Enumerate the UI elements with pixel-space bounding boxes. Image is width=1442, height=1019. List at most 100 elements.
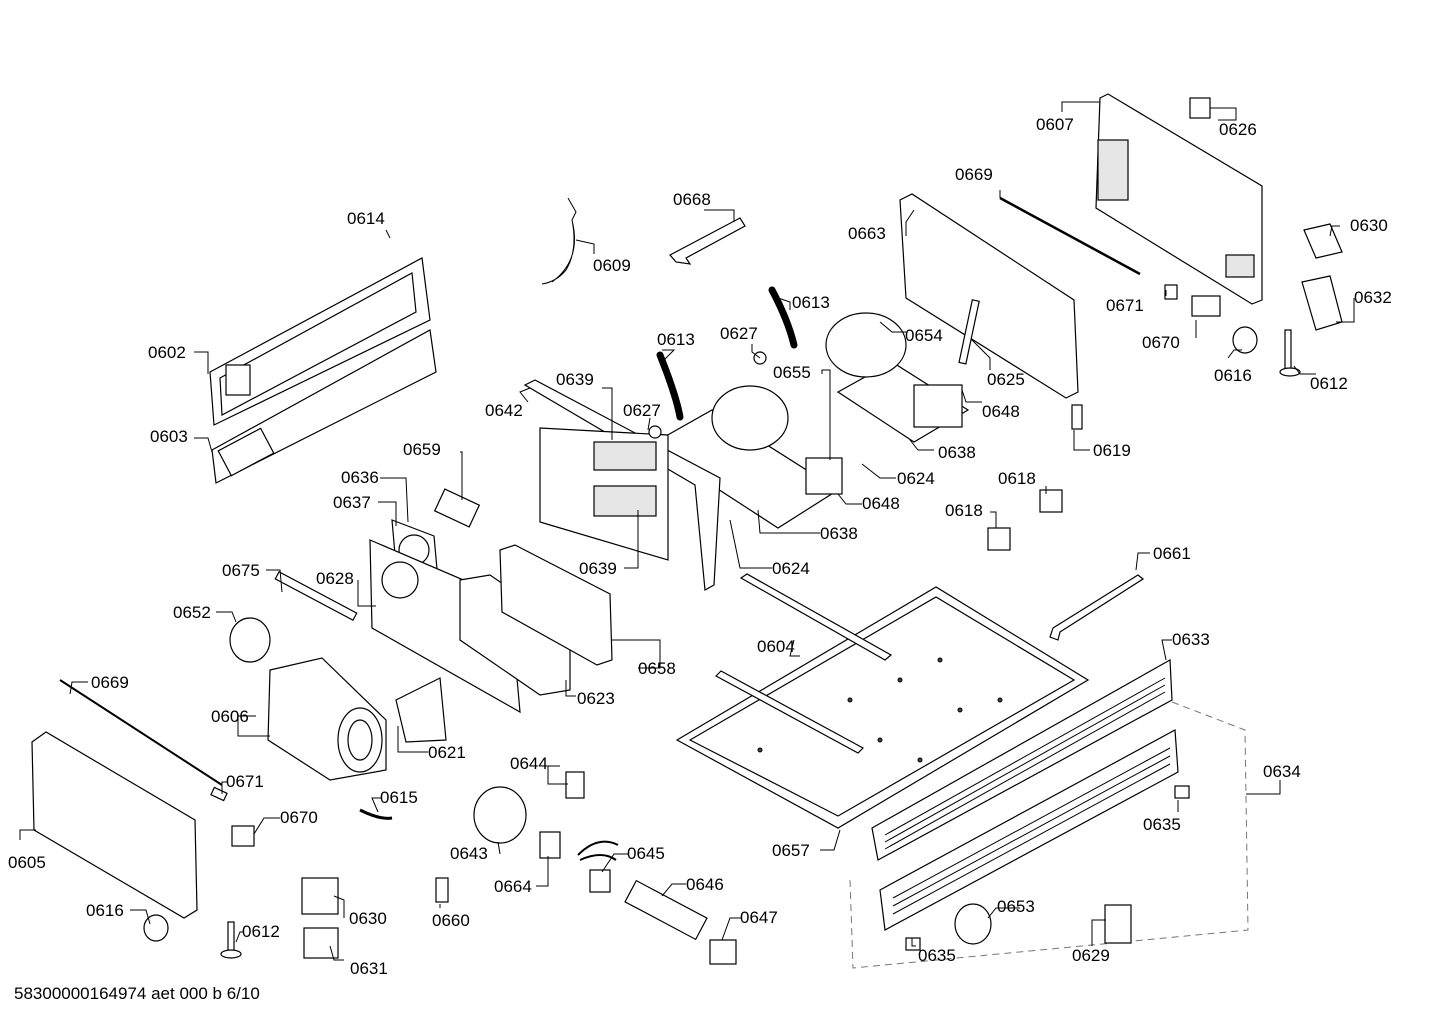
compressor-base-plate bbox=[648, 312, 970, 529]
callout-0639-bottom: 0639 bbox=[579, 559, 617, 578]
mounting-frame bbox=[523, 379, 721, 591]
callout-0621: 0621 bbox=[428, 743, 466, 762]
callout-0655: 0655 bbox=[773, 363, 811, 382]
callout-0648-top: 0648 bbox=[982, 402, 1020, 421]
callout-0671-bottom: 0671 bbox=[226, 772, 264, 791]
callout-0609: 0609 bbox=[593, 256, 631, 275]
callout-0627-bottom: 0627 bbox=[623, 401, 661, 420]
bracket-0661 bbox=[1049, 574, 1145, 641]
leader-lines bbox=[19, 101, 1355, 961]
callout-0604: 0604 bbox=[757, 637, 795, 656]
pipe-0613-right bbox=[768, 286, 798, 349]
callout-0631: 0631 bbox=[350, 959, 388, 978]
callout-0616-bottom: 0616 bbox=[86, 901, 124, 920]
callout-0607: 0607 bbox=[1036, 115, 1074, 134]
callout-0671-top: 0671 bbox=[1106, 296, 1144, 315]
pipe-0613-left bbox=[656, 351, 684, 421]
callout-0625: 0625 bbox=[987, 370, 1025, 389]
callout-0660: 0660 bbox=[432, 911, 470, 930]
rod-0669-top bbox=[999, 196, 1141, 276]
callout-0639-top: 0639 bbox=[556, 370, 594, 389]
callout-0627-top: 0627 bbox=[720, 324, 758, 343]
callout-0661: 0661 bbox=[1153, 544, 1191, 563]
callout-0629: 0629 bbox=[1072, 946, 1110, 965]
callout-0669-top: 0669 bbox=[955, 165, 993, 184]
callout-0635-right: 0635 bbox=[1143, 815, 1181, 834]
electrical-parts bbox=[473, 771, 737, 965]
callout-0632: 0632 bbox=[1354, 288, 1392, 307]
callout-0653: 0653 bbox=[997, 897, 1035, 916]
callout-0646: 0646 bbox=[686, 875, 724, 894]
callout-0618-right: 0618 bbox=[998, 469, 1036, 488]
callout-0659: 0659 bbox=[403, 440, 441, 459]
callout-0658: 0658 bbox=[638, 659, 676, 678]
callout-0618-left: 0618 bbox=[945, 501, 983, 520]
base-plate bbox=[675, 586, 1090, 829]
callout-0633: 0633 bbox=[1172, 630, 1210, 649]
callout-0619: 0619 bbox=[1093, 441, 1131, 460]
callout-0616-top: 0616 bbox=[1214, 366, 1252, 385]
callout-0648-bottom: 0648 bbox=[862, 494, 900, 513]
callout-0643: 0643 bbox=[450, 844, 488, 863]
callout-0630-bottom: 0630 bbox=[349, 909, 387, 928]
callout-0664: 0664 bbox=[494, 877, 532, 896]
callout-0603: 0603 bbox=[150, 427, 188, 446]
callout-0612-top: 0612 bbox=[1310, 374, 1348, 393]
small-parts-right bbox=[905, 97, 1343, 951]
callout-0612-bottom: 0612 bbox=[242, 922, 280, 941]
document-footer-code: 58300000164974 aet 000 b 6/10 bbox=[14, 984, 260, 1003]
callout-0602: 0602 bbox=[148, 343, 186, 362]
bracket-0621 bbox=[395, 677, 447, 743]
callout-0638-top: 0638 bbox=[938, 443, 976, 462]
assembly-0607 bbox=[1095, 93, 1263, 305]
front-grille-upper bbox=[871, 659, 1173, 861]
callout-0634: 0634 bbox=[1263, 762, 1301, 781]
power-cord bbox=[541, 197, 577, 285]
callout-0670-bottom: 0670 bbox=[280, 808, 318, 827]
callout-0657: 0657 bbox=[772, 841, 810, 860]
callout-0613-left: 0613 bbox=[657, 330, 695, 349]
callout-0636: 0636 bbox=[341, 468, 379, 487]
filter-drier bbox=[958, 299, 980, 365]
condenser-0606 bbox=[267, 657, 387, 781]
callout-0626: 0626 bbox=[1219, 120, 1257, 139]
callout-0614: 0614 bbox=[347, 209, 385, 228]
callout-0642: 0642 bbox=[485, 401, 523, 420]
callout-0663: 0663 bbox=[848, 224, 886, 243]
callout-0675: 0675 bbox=[222, 561, 260, 580]
relay-0659 bbox=[433, 488, 481, 528]
small-parts-left bbox=[143, 786, 449, 959]
callout-0605: 0605 bbox=[8, 853, 46, 872]
bracket-0668 bbox=[669, 217, 746, 265]
callout-0630-top: 0630 bbox=[1350, 216, 1388, 235]
rail-strips bbox=[715, 573, 893, 754]
callout-0606: 0606 bbox=[211, 707, 249, 726]
part-0652 bbox=[229, 617, 271, 663]
rod-0675 bbox=[274, 571, 358, 621]
callout-0652: 0652 bbox=[173, 603, 211, 622]
callout-0647: 0647 bbox=[740, 908, 778, 927]
panel-0663 bbox=[899, 193, 1079, 399]
callout-0635-bottom: 0635 bbox=[918, 946, 956, 965]
callout-0654: 0654 bbox=[905, 326, 943, 345]
callout-0644: 0644 bbox=[510, 754, 548, 773]
callout-0624-bottom: 0624 bbox=[772, 559, 810, 578]
callout-0624-top: 0624 bbox=[897, 469, 935, 488]
side-panel-0605 bbox=[31, 679, 223, 919]
front-grille-lower bbox=[879, 729, 1179, 931]
callout-0668: 0668 bbox=[673, 190, 711, 209]
callout-0670-top: 0670 bbox=[1142, 333, 1180, 352]
callout-0623: 0623 bbox=[577, 689, 615, 708]
callout-0669-bottom: 0669 bbox=[91, 673, 129, 692]
callout-0637: 0637 bbox=[333, 493, 371, 512]
control-board bbox=[459, 544, 613, 696]
callout-0638-bottom: 0638 bbox=[820, 524, 858, 543]
callout-0613-right: 0613 bbox=[792, 293, 830, 312]
callout-0615: 0615 bbox=[380, 788, 418, 807]
panel-0602 bbox=[209, 257, 431, 426]
callout-0628: 0628 bbox=[316, 569, 354, 588]
panel-0603 bbox=[211, 329, 437, 484]
kit-outline-0634 bbox=[849, 701, 1249, 969]
